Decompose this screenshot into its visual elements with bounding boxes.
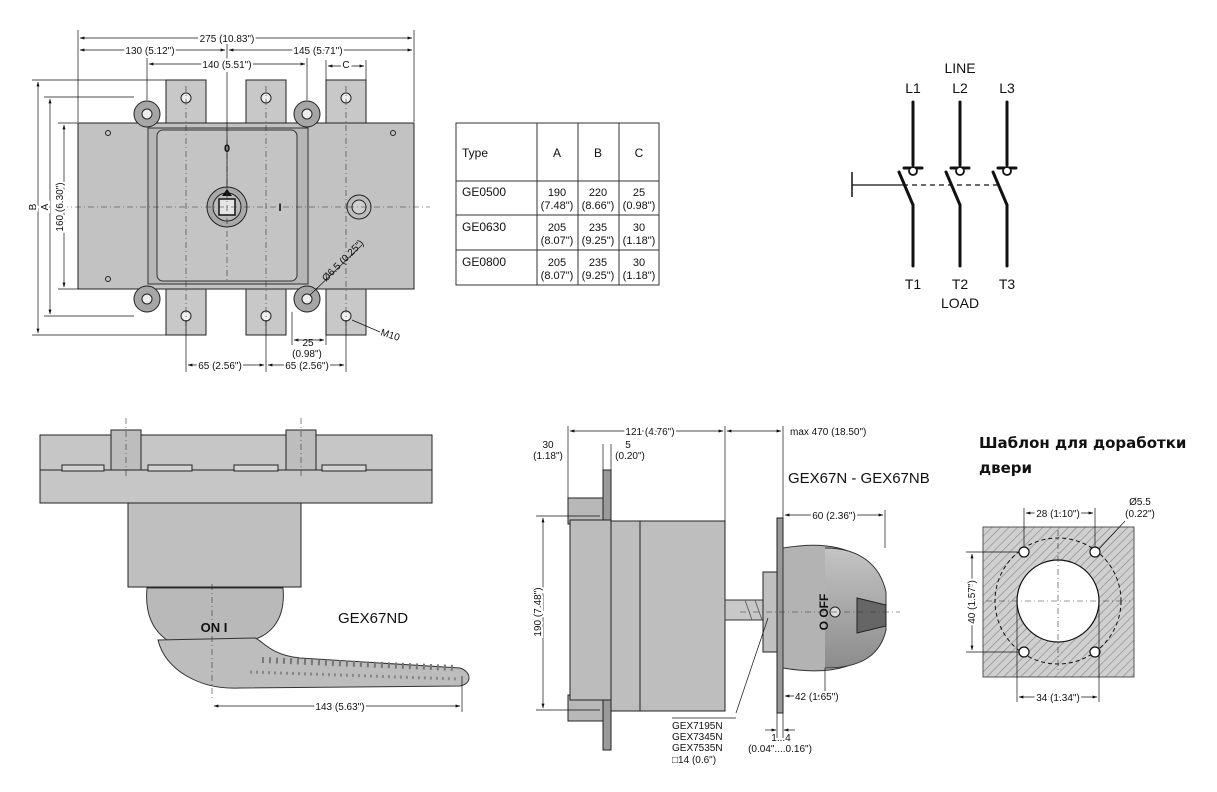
- table-cell-c: 30: [633, 222, 645, 234]
- schematic-l1: L1: [905, 80, 921, 96]
- table-cell-a-in: (8.07"): [541, 270, 574, 282]
- door-template: Шаблон для доработки двери 28 (1.10") Ø5…: [965, 434, 1186, 706]
- dim-max-470: max 470 (18.50"): [790, 427, 866, 438]
- table-cell-type: GE0500: [462, 185, 506, 199]
- schematic-line-label: LINE: [944, 60, 975, 76]
- table-cell-a-in: (7.48"): [541, 200, 574, 212]
- schematic-t1: T1: [905, 276, 922, 292]
- dim-overall-width: 275 (10.83"): [200, 34, 255, 45]
- shaft-square-size: □14 (0.6"): [672, 755, 716, 766]
- dim-height-160: 160 (6.30"): [55, 182, 66, 231]
- dim-121: 121 (4.76"): [625, 427, 674, 438]
- table-cell-b-in: (8.66"): [582, 200, 615, 212]
- dim-gap-25-in: (0.98"): [292, 349, 322, 360]
- dim-range-in: (0.04"....0.16"): [748, 744, 812, 755]
- table-header-a: A: [553, 146, 561, 160]
- table-cell-b: 235: [589, 222, 607, 234]
- position-on-label: I: [278, 202, 281, 214]
- side-view: ON I GEX67ND 143 (5.63"): [39, 418, 470, 715]
- dim-190: 190 (7.48"): [533, 587, 544, 636]
- dim-5: 5: [625, 440, 631, 451]
- dim-height-a: A: [40, 203, 51, 210]
- dim-thread-m10: M10: [379, 327, 401, 344]
- handle-view: O OFF GEX67N - GEX67NB 121 (4.76") max 4…: [531, 425, 930, 766]
- schematic-l2: L2: [952, 80, 968, 96]
- dim-gap-25: 25: [302, 338, 314, 349]
- table-cell-type: GE0800: [462, 255, 506, 269]
- dim-60: 60 (2.36"): [812, 511, 856, 522]
- table-cell-b: 235: [589, 257, 607, 269]
- dim-30-in: (1.18"): [533, 451, 563, 462]
- dim-42: 42 (1.65"): [795, 692, 839, 703]
- table-cell-a: 205: [548, 222, 566, 234]
- dim-d55-in: (0.22"): [1125, 509, 1155, 520]
- dim-right-part: 145 (5.71"): [293, 46, 342, 57]
- table-cell-c: 30: [633, 257, 645, 269]
- table-header-c: C: [635, 146, 644, 160]
- table-cell-c-in: (1.18"): [623, 235, 656, 247]
- dim-34: 34 (1.34"): [1036, 693, 1080, 704]
- dim-30: 30: [542, 440, 554, 451]
- dimension-table: Type A B C GE0500 190 (7.48") 220 (8.66"…: [455, 122, 660, 286]
- dim-d55: Ø5.5: [1129, 497, 1151, 508]
- shaft-model-1: GEX7195N: [672, 721, 723, 732]
- dim-5-in: (0.20"): [615, 451, 645, 462]
- schematic-t3: T3: [999, 276, 1016, 292]
- table-cell-b-in: (9.25"): [582, 270, 615, 282]
- table-cell-a-in: (8.07"): [541, 235, 574, 247]
- handle-view-model-label: GEX67N - GEX67NB: [788, 470, 930, 487]
- table-cell-c-in: (0.98"): [623, 200, 656, 212]
- table-cell-a: 205: [548, 257, 566, 269]
- schematic-l3: L3: [999, 80, 1015, 96]
- dim-height-b: B: [28, 203, 39, 210]
- dim-143: 143 (5.63"): [315, 702, 364, 713]
- template-hole: [1018, 546, 1030, 558]
- dim-range: 1...4: [771, 733, 791, 744]
- wiring-schematic: LINE L1 L2 L3 T1 T2 T3 LOAD: [851, 60, 1018, 311]
- template-hole: [1089, 646, 1101, 658]
- table-cell-c: 25: [633, 187, 645, 199]
- dim-28: 28 (1.10"): [1036, 509, 1080, 520]
- table-cell-type: GE0630: [462, 220, 506, 234]
- dim-left-part: 130 (5.12"): [125, 46, 174, 57]
- shaft-model-3: GEX7535N: [672, 743, 723, 754]
- dim-c: C: [342, 60, 349, 71]
- table-cell-b: 220: [589, 187, 607, 199]
- front-view: 0 I 27: [26, 30, 430, 374]
- template-hole: [1018, 646, 1030, 658]
- schematic-load-label: LOAD: [941, 295, 979, 311]
- table-header-b: B: [594, 146, 602, 160]
- schematic-t2: T2: [952, 276, 969, 292]
- mounting-holes: [133, 100, 321, 313]
- handle-on-label: ON I: [201, 620, 228, 635]
- dim-pitch-65-right: 65 (2.56"): [285, 361, 329, 372]
- side-view-model-label: GEX67ND: [338, 610, 408, 627]
- dim-pole-pitch: 140 (5.51"): [202, 60, 251, 71]
- template-hole: [1089, 546, 1101, 558]
- table-header-type: Type: [462, 146, 488, 160]
- template-title-line2: двери: [979, 459, 1032, 477]
- shaft-model-2: GEX7345N: [672, 732, 723, 743]
- template-title-line1: Шаблон для доработки: [979, 434, 1186, 452]
- table-cell-b-in: (9.25"): [582, 235, 615, 247]
- dim-40: 40 (1.57"): [967, 580, 978, 624]
- dim-pitch-65-left: 65 (2.56"): [198, 361, 242, 372]
- table-cell-a: 190: [548, 187, 566, 199]
- table-cell-c-in: (1.18"): [623, 270, 656, 282]
